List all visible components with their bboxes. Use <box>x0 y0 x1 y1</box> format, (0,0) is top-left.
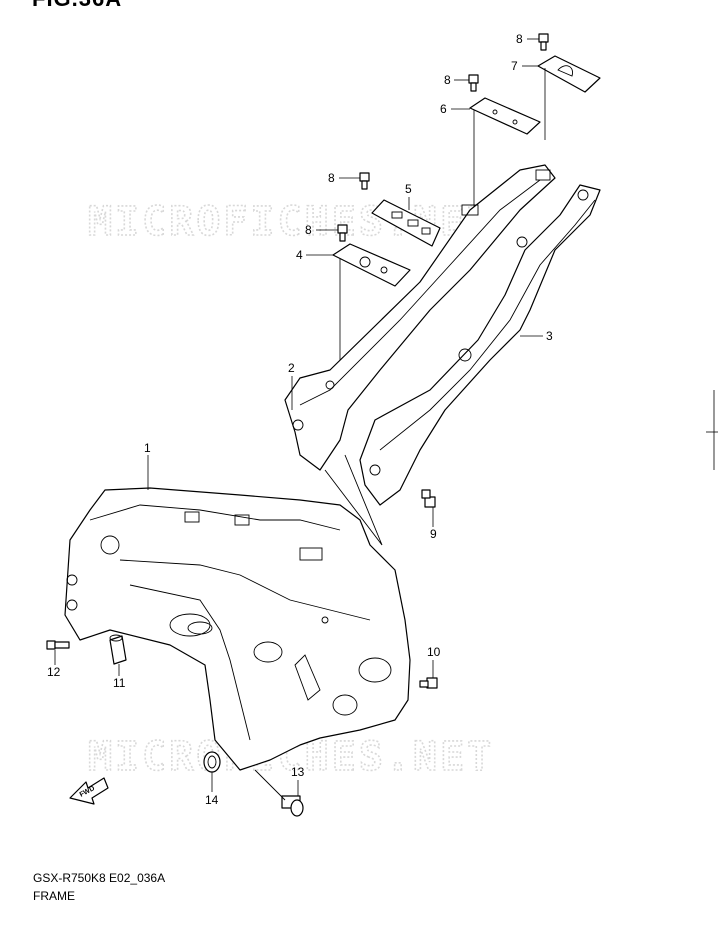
part-4-plate <box>332 243 411 405</box>
diagram-name: FRAME <box>33 889 75 903</box>
part-8-bolt-d <box>337 224 348 242</box>
callout-11: 11 <box>113 676 126 690</box>
part-3-seat-rail-right <box>359 184 601 506</box>
part-9-bolt <box>421 489 436 508</box>
callout-7: 7 <box>511 59 518 73</box>
figure-title: FIG.36A <box>32 0 122 12</box>
callout-12: 12 <box>47 665 61 679</box>
assembly-guide-line <box>324 454 383 546</box>
callout-14: 14 <box>205 793 219 807</box>
fwd-arrow-icon: FWD <box>69 777 109 805</box>
callout-3: 3 <box>546 329 553 343</box>
callout-1: 1 <box>144 441 151 455</box>
part-8-bolt-b <box>468 74 479 92</box>
callout-10: 10 <box>427 645 441 659</box>
part-2-seat-rail-left <box>284 164 556 471</box>
part-11-collar <box>109 634 127 665</box>
callout-8a: 8 <box>516 32 523 46</box>
callout-8d: 8 <box>305 223 312 237</box>
callout-8b: 8 <box>444 73 451 87</box>
part-8-bolt-c <box>359 172 370 190</box>
callout-4: 4 <box>296 248 303 262</box>
part-14-ring <box>203 751 221 773</box>
callout-5: 5 <box>405 182 412 196</box>
part-5-plate <box>371 199 441 247</box>
part-1-main-frame <box>64 487 411 771</box>
callout-9: 9 <box>430 527 437 541</box>
part-12-bolt <box>46 640 70 650</box>
leader-lines <box>54 38 543 796</box>
diagram-code: GSX-R750K8 E02_036A <box>33 871 166 885</box>
part-13-bolt <box>281 795 304 817</box>
part-10-bolt <box>419 677 438 689</box>
callout-8c: 8 <box>328 171 335 185</box>
part-8-bolt-a <box>538 33 549 51</box>
part-6-plate <box>469 97 541 210</box>
callout-6: 6 <box>440 102 447 116</box>
part-13-guide-line <box>254 769 286 801</box>
callout-13: 13 <box>291 765 305 779</box>
callout-2: 2 <box>288 361 295 375</box>
part-7-plate <box>537 55 601 140</box>
